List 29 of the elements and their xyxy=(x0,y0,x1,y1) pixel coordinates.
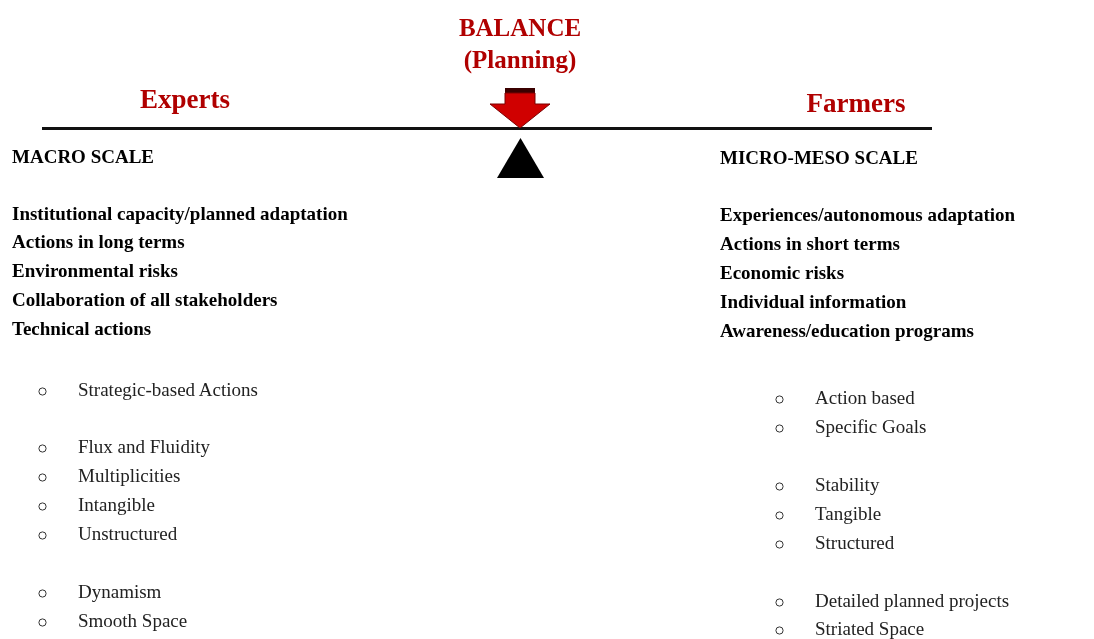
list-item: Smooth Space xyxy=(78,611,188,630)
list-item: Structured xyxy=(815,533,895,552)
list-item: Action based xyxy=(815,388,915,407)
list-item: Dynamism xyxy=(78,582,162,601)
list-item: Institutional capacity/planned adaptation xyxy=(12,204,348,223)
list-item: Intangible xyxy=(78,495,156,514)
list-item: Unstructured xyxy=(78,524,178,543)
list-item: Striated Space xyxy=(815,619,925,638)
list-item: Specific Goals xyxy=(815,417,927,436)
scale-heading: MACRO SCALE xyxy=(12,147,154,166)
list-item: Individual information xyxy=(720,292,907,311)
list-item: Economic risks xyxy=(720,263,845,282)
list-item: Collaboration of all stakeholders xyxy=(12,290,278,309)
list-item: Actions in short terms xyxy=(720,234,900,253)
group-heading: Farmers xyxy=(806,90,906,117)
list-item: Tangible xyxy=(815,504,882,523)
diagram-title: BALANCE (Planning) xyxy=(457,13,583,75)
list-item: Environmental risks xyxy=(12,261,178,280)
list-item: Awareness/education programs xyxy=(720,321,974,340)
list-item: Stability xyxy=(815,475,880,494)
list-item: Flux and Fluidity xyxy=(78,437,210,456)
list-item: Multiplicities xyxy=(78,466,181,485)
list-item: Experiences/autonomous adaptation xyxy=(720,205,1016,224)
list-item: Technical actions xyxy=(12,319,152,338)
list-item: Strategic-based Actions xyxy=(78,380,258,399)
list-item: Detailed planned projects xyxy=(815,591,1010,610)
scale-heading: MICRO-MESO SCALE xyxy=(720,148,918,167)
list-item: Actions in long terms xyxy=(12,232,185,251)
group-heading: Experts xyxy=(140,86,230,113)
